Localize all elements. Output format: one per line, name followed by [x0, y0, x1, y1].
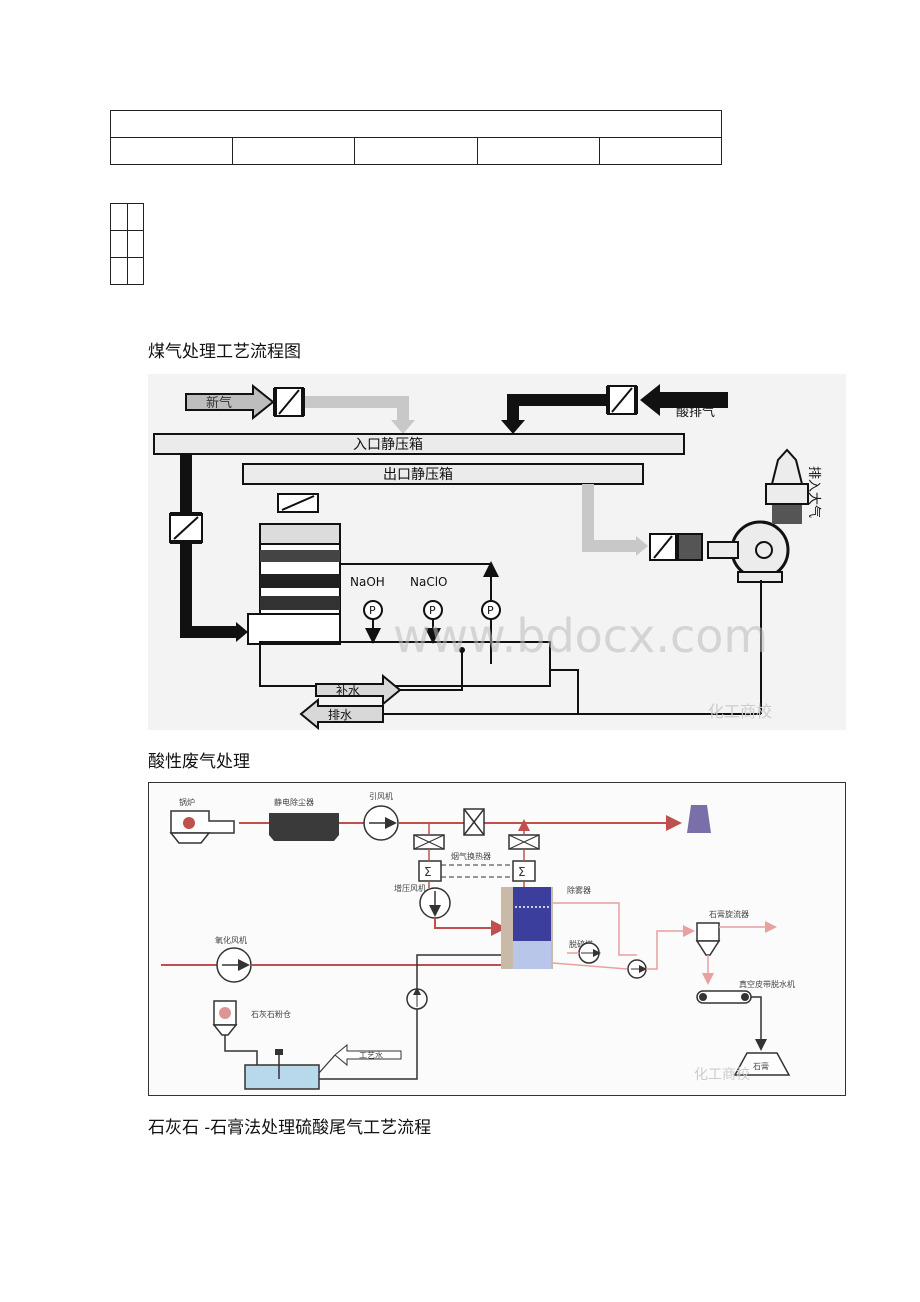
exhaust-fan-icon [707, 520, 790, 583]
fresh-air-label: 新气 [206, 395, 232, 411]
scrubber-diagram-svg: 新气 酸排气 入口静压箱 出口静压箱 [153, 383, 822, 731]
caption-limestone-gypsum: 石灰石 -石膏法处理硫酸尾气工艺流程 [148, 1118, 432, 1138]
gypsum-cyclone-icon: 石膏旋流器 [695, 909, 749, 956]
table-cell [476, 137, 600, 165]
table-cell [354, 137, 478, 165]
stack-icon: 排入大气 [765, 448, 822, 524]
booster-fan-label: 增压风机 [394, 883, 426, 893]
demister-label: 除雾器 [567, 885, 591, 895]
chimney-icon [687, 805, 711, 833]
table-cell [110, 230, 128, 258]
logo-text: 化工商校 [694, 1066, 750, 1083]
table-cell [109, 137, 234, 165]
filter-block [677, 533, 703, 561]
slurry-pump-icon [627, 959, 647, 979]
table-cell [110, 203, 128, 231]
id-fan-icon: 引风机 [363, 791, 399, 841]
esp-label: 静电除尘器 [274, 797, 314, 807]
outlet-plenum-label: 出口静压箱 [383, 467, 453, 483]
damper-icon [273, 387, 305, 417]
absorber-label: 脱硫塔 [569, 939, 593, 949]
ggh-label: 烟气换热器 [451, 851, 491, 861]
fgd-diagram-svg: 锅炉 静电除尘器 引风机 Σ Σ [161, 791, 795, 1090]
empty-table-small [110, 203, 144, 285]
svg-text:Σ: Σ [518, 865, 526, 879]
outlet-plenum [242, 463, 644, 485]
figure-fgd-diagram: 锅炉 静电除尘器 引风机 Σ Σ [148, 782, 846, 1096]
svg-text:Σ: Σ [424, 865, 432, 879]
watermark: www.bdocx.com [393, 609, 768, 663]
recirc-pump-icon [578, 942, 601, 964]
belt-label: 真空皮带脱水机 [739, 979, 795, 989]
scrubber-tower [247, 493, 341, 645]
booster-fan-icon: 增压风机 [394, 883, 451, 919]
damper-icon [606, 385, 638, 415]
makeup-water-label: 补水 [336, 684, 360, 698]
svg-text:P: P [487, 604, 494, 617]
inlet-plenum-label: 入口静压箱 [353, 437, 423, 453]
oxidation-fan-label: 氧化风机 [215, 935, 247, 945]
drain-water-arrow: 排水 [299, 697, 384, 731]
pump-icon: P [481, 561, 501, 664]
naclo-label: NaClO [410, 575, 448, 589]
drain-water-label: 排水 [328, 708, 352, 722]
boiler-icon: 锅炉 [169, 797, 235, 844]
fresh-air-arrow: 新气 [185, 383, 275, 421]
makeup-water-arrow: 补水 [315, 673, 402, 707]
svg-text:P: P [429, 604, 436, 617]
esp-icon: 静电除尘器 [269, 797, 339, 841]
slurry-tank [244, 1049, 320, 1090]
table-cell [110, 257, 128, 285]
id-fan-label: 引风机 [369, 791, 393, 801]
figure-scrubber-diagram: 新气 酸排气 入口静压箱 出口静压箱 [148, 374, 846, 731]
silo-label: 石灰石粉仓 [251, 1009, 291, 1019]
process-water-label: 工艺水 [359, 1050, 383, 1060]
table-cell [232, 137, 356, 165]
pump-icon: P [363, 600, 383, 644]
limestone-silo-icon: 石灰石粉仓 [212, 1000, 291, 1036]
pump-icon: P [423, 600, 443, 644]
water-tank [259, 641, 551, 687]
empty-table-top [109, 110, 723, 165]
svg-text:P: P [369, 604, 376, 617]
cyclone-label: 石膏旋流器 [709, 909, 749, 919]
absorber-tower [501, 887, 553, 969]
table-cell [126, 257, 144, 285]
gypsum-pile-icon: 石膏 [733, 1052, 791, 1076]
caption-acid-gas: 酸性废气处理 [148, 752, 250, 772]
damper-icon [649, 533, 677, 561]
acid-exhaust-label: 酸排气 [676, 404, 715, 420]
gypsum-label: 石膏 [753, 1061, 769, 1071]
caption-gas-treatment: 煤气处理工艺流程图 [148, 342, 301, 362]
vent-label: 排入大气 [806, 466, 822, 518]
naoh-label: NaOH [350, 575, 385, 589]
feed-pump-icon [406, 987, 428, 1010]
table-cell [110, 110, 722, 138]
logo-text: 化工商校 [708, 702, 772, 721]
table-cell [126, 203, 144, 231]
table-cell [598, 137, 723, 165]
boiler-label: 锅炉 [179, 797, 195, 807]
table-cell [126, 230, 144, 258]
process-water-arrow: 工艺水 [334, 1043, 402, 1067]
acid-exhaust-arrow: 酸排气 [640, 384, 728, 420]
bypass-damper-icon [463, 808, 485, 836]
inlet-plenum [153, 433, 685, 455]
damper-icon [169, 512, 203, 544]
oxidation-fan-icon: 氧化风机 [215, 935, 252, 983]
vacuum-belt-icon: 真空皮带脱水机 [696, 979, 795, 1004]
